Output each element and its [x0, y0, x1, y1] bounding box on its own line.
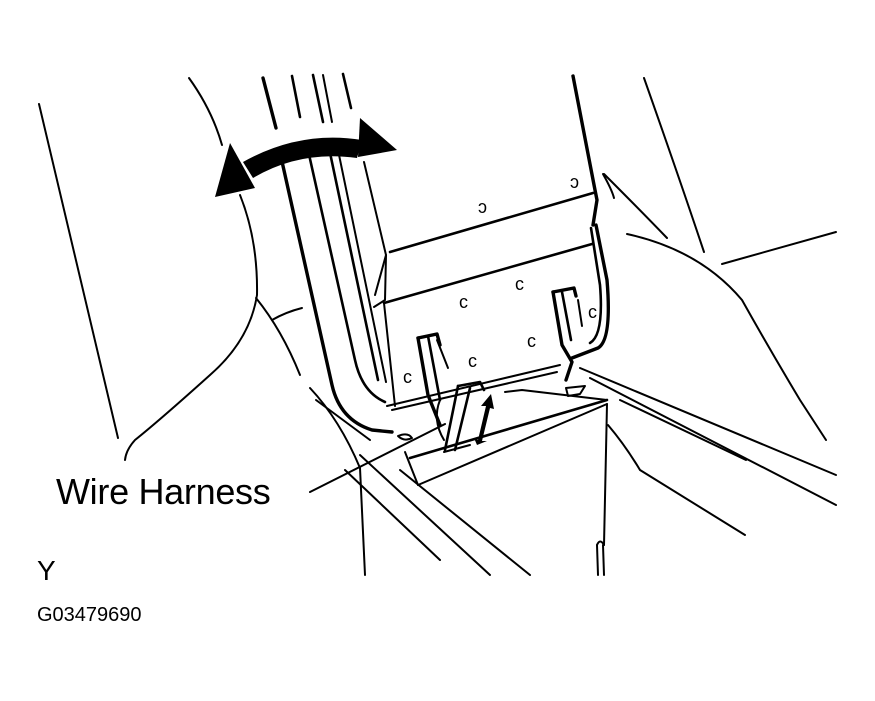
- wire-harness: [397, 380, 486, 453]
- screw-hole: c: [527, 331, 536, 351]
- screw-hole: c: [468, 351, 477, 371]
- small-double-arrow-icon: [474, 394, 494, 445]
- lid-panel: [373, 191, 595, 411]
- callout-leader-line: [309, 423, 446, 493]
- rotation-double-arrow-icon: [215, 118, 397, 197]
- left-seat-outline: [38, 77, 303, 461]
- screw-hole: ɔ: [570, 172, 579, 192]
- view-label: Y: [37, 555, 56, 586]
- callout-label-wire-harness: Wire Harness: [56, 471, 271, 512]
- figure-id: G03479690: [37, 604, 142, 626]
- screw-hole: ɔ: [478, 197, 487, 217]
- screw-holes: ɔ ɔ c c c c c c: [403, 172, 597, 387]
- console-side-lines: [309, 367, 837, 576]
- armrest-frame: [261, 72, 615, 434]
- hinge-bracket-left: [416, 332, 449, 441]
- console-box: [404, 389, 609, 576]
- screw-hole: c: [459, 292, 468, 312]
- screw-hole: c: [588, 302, 597, 322]
- screw-hole: c: [403, 367, 412, 387]
- hinge-bracket-right: [551, 286, 586, 397]
- screw-hole: c: [515, 274, 524, 294]
- right-seat-outline: [603, 77, 837, 441]
